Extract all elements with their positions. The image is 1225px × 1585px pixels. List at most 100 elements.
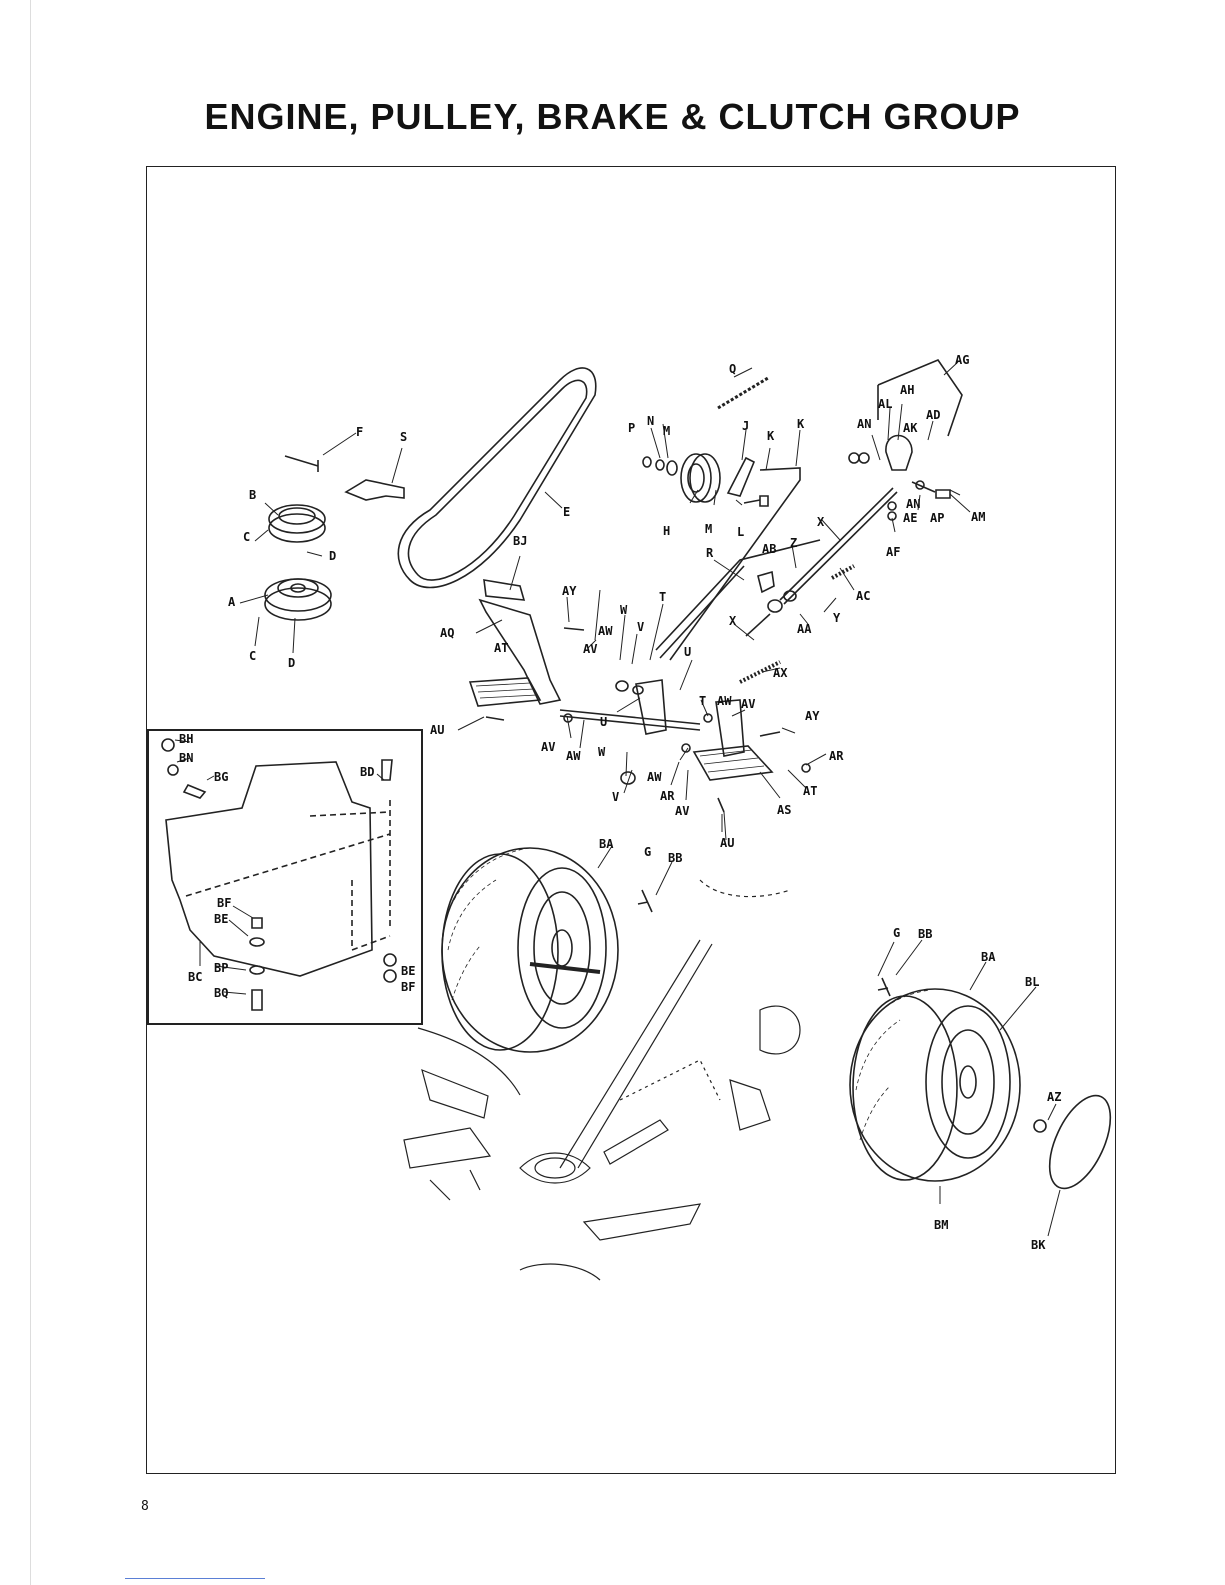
pedal-arm <box>480 600 560 704</box>
label-an-bottom: AN <box>906 497 920 511</box>
label-k-1: K <box>767 429 775 443</box>
label-p: P <box>628 421 635 435</box>
label-ag: AG <box>955 353 969 367</box>
label-x-bottom: X <box>729 614 737 628</box>
pulley-a <box>265 579 331 620</box>
label-c-bottom: C <box>249 649 256 663</box>
label-bp: BP <box>214 961 228 975</box>
label-m-top: M <box>663 424 670 438</box>
label-ax: AX <box>773 666 788 680</box>
bracket-s <box>346 480 404 500</box>
label-w-top: W <box>620 603 628 617</box>
label-bj: BJ <box>513 534 527 548</box>
label-be-right: BE <box>401 964 415 978</box>
label-t-bottom: T <box>699 694 706 708</box>
label-bq: BQ <box>214 986 228 1000</box>
label-ah: AH <box>900 383 914 397</box>
bottom-link-underline <box>125 1578 265 1579</box>
label-ad: AD <box>926 408 940 422</box>
label-av-left: AV <box>541 740 555 754</box>
label-l: L <box>737 525 744 539</box>
label-bn: BN <box>179 751 193 765</box>
label-aw-bottom: AW <box>647 770 662 784</box>
label-at-right: AT <box>803 784 817 798</box>
label-v-bottom: V <box>612 790 619 804</box>
label-k-2: K <box>797 417 805 431</box>
label-ar-right: AR <box>829 749 844 763</box>
label-ba-right: BA <box>981 950 996 964</box>
label-aw-right: AW <box>717 694 732 708</box>
label-bm: BM <box>934 1218 948 1232</box>
label-ak: AK <box>903 421 918 435</box>
label-be-left: BE <box>214 912 228 926</box>
label-s: S <box>400 430 407 444</box>
label-q: Q <box>729 362 736 376</box>
label-v-top: V <box>637 620 644 634</box>
label-u-bottom: U <box>600 715 607 729</box>
label-c-top: C <box>243 530 250 544</box>
right-wheel <box>850 989 1020 1181</box>
label-bk: BK <box>1031 1238 1046 1252</box>
label-al: AL <box>878 397 892 411</box>
label-ay-right: AY <box>805 709 820 723</box>
label-r: R <box>706 546 714 560</box>
label-as: AS <box>777 803 791 817</box>
label-bb-right: BB <box>918 927 932 941</box>
label-d-bottom: D <box>288 656 295 670</box>
label-aq: AQ <box>440 626 454 640</box>
label-d-top: D <box>329 549 336 563</box>
label-at-left: AT <box>494 641 508 655</box>
label-aa: AA <box>797 622 812 636</box>
spring-q <box>718 378 768 408</box>
drive-belt <box>398 368 595 588</box>
label-e: E <box>563 505 570 519</box>
label-af: AF <box>886 545 900 559</box>
pedal-right <box>694 746 772 780</box>
label-m-bottom: M <box>705 522 712 536</box>
label-aw-left: AW <box>566 749 581 763</box>
label-g-right: G <box>893 926 900 940</box>
label-f: F <box>356 425 363 439</box>
label-ay-top: AY <box>562 584 577 598</box>
label-ac: AC <box>856 589 870 603</box>
label-z: Z <box>790 536 797 550</box>
idler-pulley-h <box>681 454 720 502</box>
label-ab: AB <box>762 542 776 556</box>
label-bl: BL <box>1025 975 1039 989</box>
label-av-right: AV <box>741 697 755 711</box>
label-j: J <box>742 419 749 433</box>
label-ba-left: BA <box>599 837 614 851</box>
pulley-b <box>269 505 325 542</box>
left-wheel <box>442 848 618 1052</box>
label-ap: AP <box>930 511 944 525</box>
label-t-top: T <box>659 590 666 604</box>
label-a: A <box>228 595 236 609</box>
label-av-bottom: AV <box>675 804 689 818</box>
label-ae: AE <box>903 511 917 525</box>
label-an-top: AN <box>857 417 871 431</box>
label-u-top: U <box>684 645 691 659</box>
label-bf-right: BF <box>401 980 415 994</box>
label-aw-top: AW <box>598 624 613 638</box>
label-av-top: AV <box>583 642 597 656</box>
label-n: N <box>647 414 654 428</box>
label-w-bottom: W <box>598 745 606 759</box>
label-bc: BC <box>188 970 202 984</box>
label-az: AZ <box>1047 1090 1061 1104</box>
label-au-left: AU <box>430 723 444 737</box>
label-y: Y <box>833 611 841 625</box>
label-b: B <box>249 488 256 502</box>
label-x-top: X <box>817 515 825 529</box>
label-bb-left: BB <box>668 851 682 865</box>
label-g-left: G <box>644 845 651 859</box>
page-number: 8 <box>141 1499 149 1514</box>
label-bh: BH <box>179 732 193 746</box>
label-ar-bottom: AR <box>660 789 675 803</box>
label-h: H <box>663 524 670 538</box>
label-au-right: AU <box>720 836 734 850</box>
label-bg: BG <box>214 770 228 784</box>
label-bf-left: BF <box>217 896 231 910</box>
label-am: AM <box>971 510 985 524</box>
label-bd: BD <box>360 765 374 779</box>
